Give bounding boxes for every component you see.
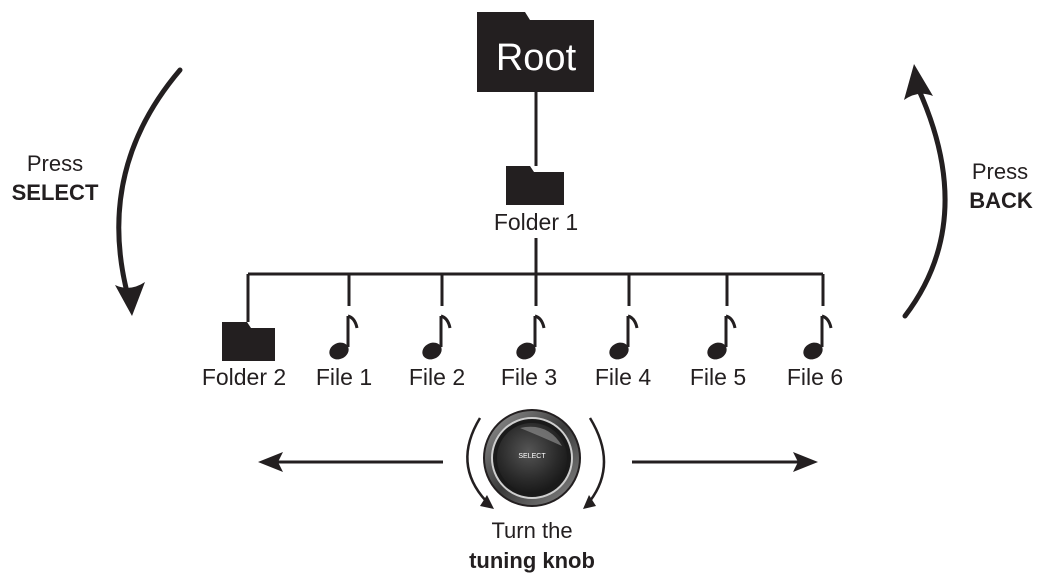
knob-select-label: SELECT [518,453,546,460]
folder1-label: Folder 1 [493,209,579,235]
back-hint-line2: BACK [969,188,1033,213]
tuning-knob[interactable] [483,409,581,507]
select-curved-arrow-icon [115,67,183,316]
file6-label: File 6 [786,364,844,390]
rotate-right-arc-icon [583,417,606,509]
file4-music-note-icon [609,314,639,360]
file5-label: File 5 [689,364,747,390]
file4-label: File 4 [594,364,652,390]
file2-music-note-icon [422,314,452,360]
root-folder-icon [477,12,594,92]
file3-music-note-icon [516,314,546,360]
file1-label: File 1 [315,364,373,390]
left-arrow-icon [258,452,443,472]
select-hint-line1: Press [26,151,84,176]
file6-music-note-icon [803,314,833,360]
back-hint-line1: Press [971,159,1029,184]
folder1-folder-icon [506,166,564,205]
file2-label: File 2 [408,364,466,390]
file5-music-note-icon [707,314,737,360]
root-label: Root [495,37,577,79]
file3-label: File 3 [500,364,558,390]
rotate-left-arc-icon [466,417,494,509]
folder2-label: Folder 2 [201,364,287,390]
knob-caption-line2: tuning knob [469,548,595,573]
right-arrow-icon [632,452,818,472]
back-curved-arrow-icon [902,64,948,319]
file1-music-note-icon [329,314,359,360]
select-hint-line2: SELECT [11,180,99,205]
folder2-folder-icon [222,322,275,361]
knob-caption-line1: Turn the [491,518,573,543]
